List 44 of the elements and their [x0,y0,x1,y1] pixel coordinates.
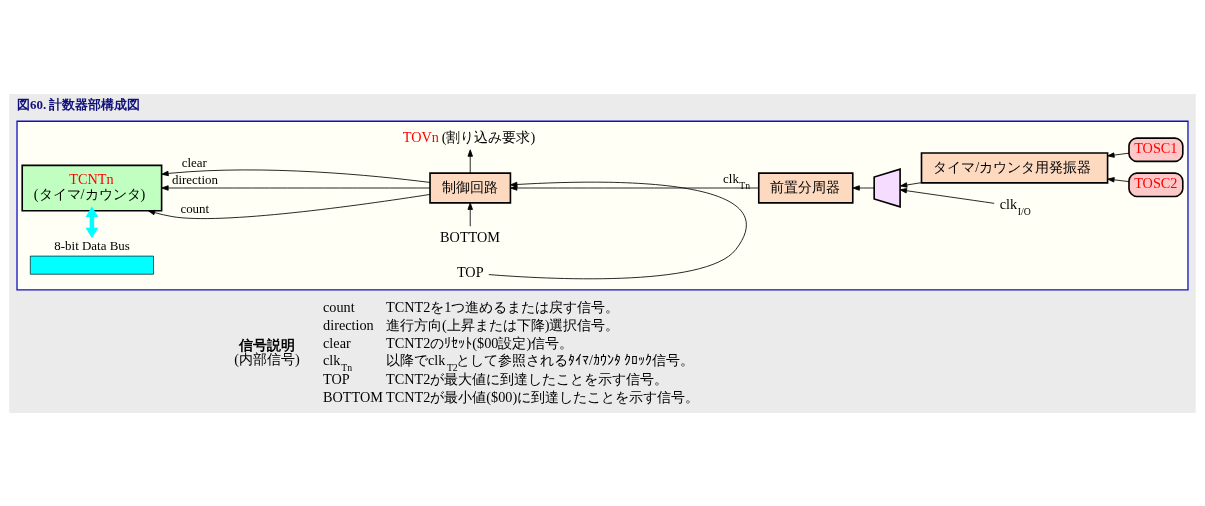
arrow [161,184,431,191]
label: count [323,298,355,315]
label: TCNT2のﾘｾｯﾄ($00設定)信号。 [385,334,574,351]
node-text: clk$_{I/O}$ [999,195,1031,217]
node-box: 制御回路 [429,171,512,204]
node-box: TOSC2 [1128,171,1184,197]
label: TCNT2が最大値に到達したことを示す信号。 [385,370,669,387]
label: 進行方向(上昇または下降)選択信号。 [385,316,620,333]
arrow [467,202,473,227]
arrow [1107,176,1130,182]
node-box: タイマ/カウンタ用発振器 [920,151,1109,184]
node-text: TOVn (割り込み要求) [402,128,536,145]
label: TCNT2を1つ進めるまたは戻す信号。 [385,298,620,315]
node-box: TCNTn (タイマ/カウンタ) [21,164,163,211]
node-trapezoid [873,167,901,208]
arrow [510,184,760,191]
label: direction [323,316,374,333]
arrow [1107,151,1130,158]
node-label: 8-bit Data Bus [54,237,130,253]
arrow [488,181,746,279]
label: BOTTOM [323,388,383,405]
node-box: 前置分周器 [757,171,854,204]
label: TCNT2が最小値($00)に到達したことを示す信号。 [385,388,700,405]
node-text: BOTTOM [440,228,500,245]
node-box: TOSC1 [1128,136,1184,162]
node-text: TOP [456,263,484,280]
arrow [85,206,99,238]
cluster [16,120,1189,290]
arrow [467,148,473,173]
label: clk$_{Tn}$ [323,351,352,373]
label: 以降でclk$_{T2}$として参照されるﾀｲﾏ/ｶｳﾝﾀ ｸﾛｯｸ信号。 [385,351,695,373]
edge-label: count [180,200,210,216]
arrow [147,193,431,219]
edge-label: direction [171,171,219,187]
diagram-title: 図60. 計数器部構成図 [17,96,141,112]
arrow [900,181,922,188]
edge-label: clk$_{Tn}$ [723,170,751,191]
edge-label: clear [181,154,207,170]
arrow [899,187,995,204]
arrow [161,169,431,183]
arrow [852,184,875,191]
label: 信号説明 [239,336,296,353]
label: clear [323,334,351,351]
label: TOP [323,370,350,387]
